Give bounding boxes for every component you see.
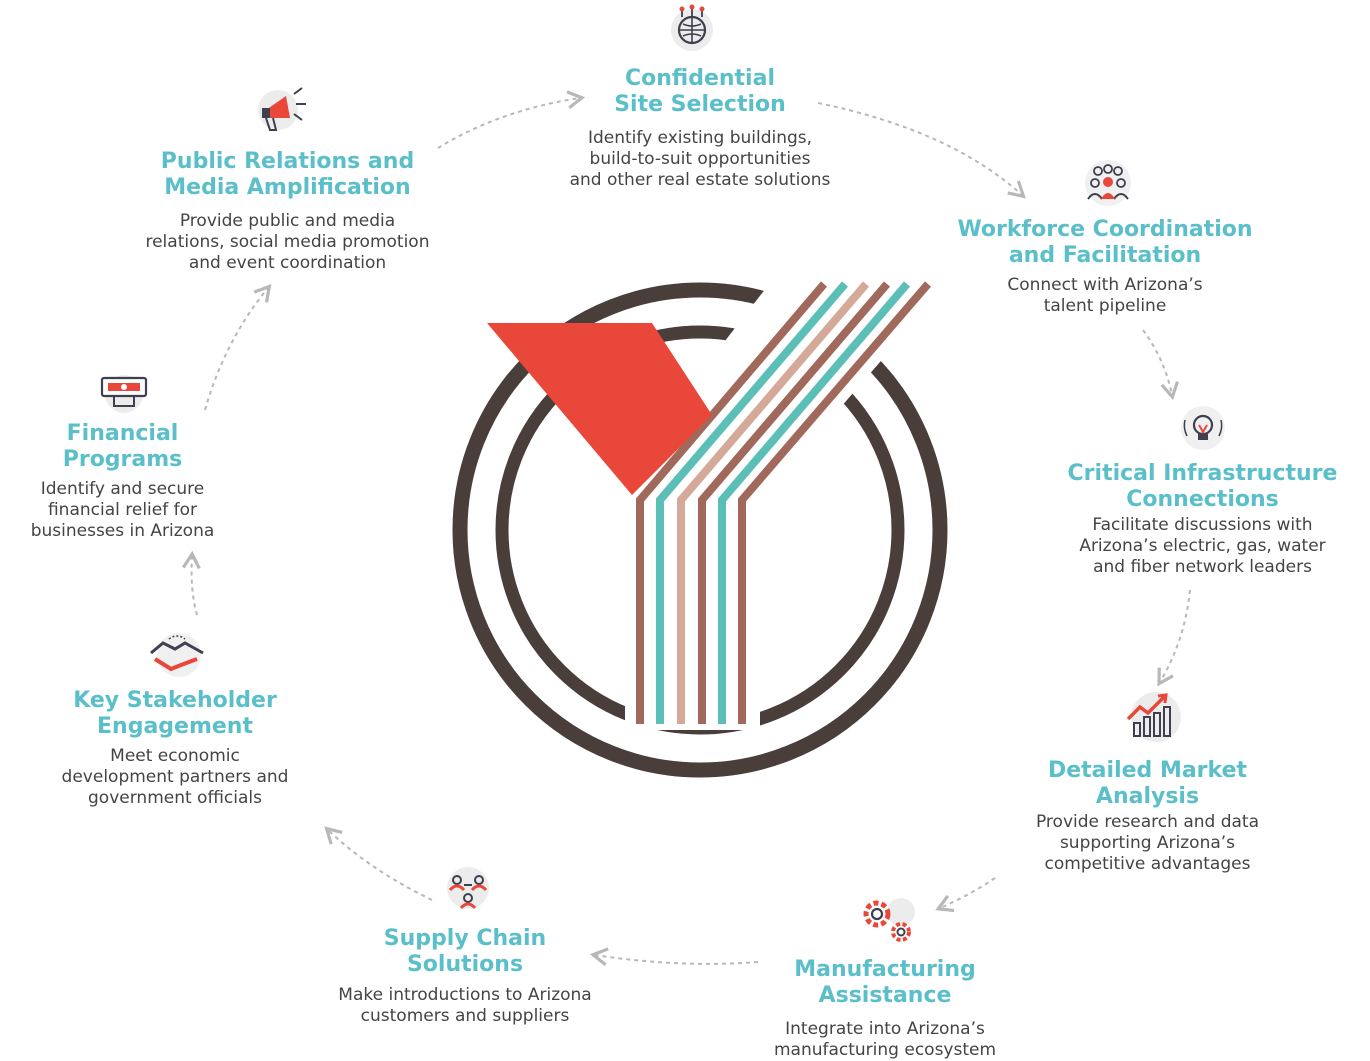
node-title: Critical Infrastructure Connections — [1067, 461, 1338, 512]
logo-stripe — [698, 281, 891, 724]
node-market-analysis: Detailed Market Analysis Provide researc… — [985, 758, 1310, 875]
node-title: Supply Chain Solutions — [383, 926, 547, 977]
megaphone-icon — [258, 87, 306, 131]
arrow-workforce-to-infrastructure — [1142, 329, 1180, 401]
gears-icon — [863, 898, 915, 942]
node-manufacturing: Manufacturing Assistance Integrate into … — [735, 957, 1035, 1061]
arrow-infrastructure-to-market — [1157, 589, 1191, 687]
node-description: Connect with Arizona’s talent pipeline — [1007, 275, 1203, 316]
arrow-supply-to-stakeholder — [324, 826, 433, 901]
logo-red-triangle — [487, 323, 712, 495]
logo-stripe — [718, 281, 911, 724]
arrow-stakeholder-to-financial — [181, 550, 201, 616]
arrow-financial-to-pr — [204, 283, 272, 411]
node-description: Facilitate discussions with Arizona’s el… — [1079, 515, 1326, 577]
cycle-arrows — [181, 90, 1191, 966]
people-group-icon — [1085, 160, 1131, 206]
node-title: Financial Programs — [62, 421, 183, 472]
node-supply-chain: Supply Chain Solutions Make introduction… — [290, 926, 640, 1027]
node-financial: Financial Programs Identify and secure f… — [0, 421, 245, 542]
node-description: Identify existing buildings, build-to-su… — [569, 128, 831, 190]
node-public-relations: Public Relations and Media Amplification… — [95, 149, 480, 274]
logo-stripe — [656, 281, 849, 724]
logo-outer-ring — [452, 282, 948, 778]
node-description: Meet economic development partners and g… — [61, 746, 289, 808]
node-title: Manufacturing Assistance — [794, 957, 976, 1008]
logo-stripes — [636, 281, 932, 724]
logo-stripe — [677, 281, 870, 724]
arrow-market-to-manufacturing — [935, 877, 996, 913]
node-title: Detailed Market Analysis — [1047, 758, 1248, 809]
network-people-icon — [447, 867, 489, 910]
node-stakeholder: Key Stakeholder Engagement Meet economic… — [10, 688, 340, 809]
node-title: Confidential Site Selection — [614, 66, 786, 117]
arizona-logo — [452, 270, 960, 778]
node-title: Workforce Coordination and Facilitation — [957, 217, 1253, 268]
logo-stripe — [738, 281, 932, 724]
node-title: Public Relations and Media Amplification — [160, 149, 415, 200]
node-title: Key Stakeholder Engagement — [73, 688, 277, 739]
arrow-site-to-workforce — [817, 102, 1026, 199]
handshake-icon — [150, 633, 204, 677]
arrow-manufacturing-to-supply — [589, 947, 759, 966]
growth-chart-icon — [1126, 692, 1181, 742]
node-description: Provide public and media relations, soci… — [145, 211, 430, 273]
node-description: Integrate into Arizona’s manufacturing e… — [773, 1019, 997, 1060]
arrow-pr-to-site — [437, 90, 586, 149]
money-hand-icon — [100, 375, 148, 413]
logo-stripe — [636, 281, 828, 724]
node-infrastructure: Critical Infrastructure Connections Faci… — [1035, 461, 1370, 578]
node-description: Identify and secure financial relief for… — [30, 479, 215, 541]
node-workforce: Workforce Coordination and Facilitation … — [920, 217, 1290, 317]
circuit-globe-icon — [671, 4, 713, 51]
lightbulb-icon — [1181, 406, 1225, 450]
node-description: Make introductions to Arizona customers … — [338, 985, 592, 1026]
node-description: Provide research and data supporting Ari… — [1035, 812, 1260, 874]
node-site-selection: Confidential Site Selection Identify exi… — [510, 66, 890, 191]
